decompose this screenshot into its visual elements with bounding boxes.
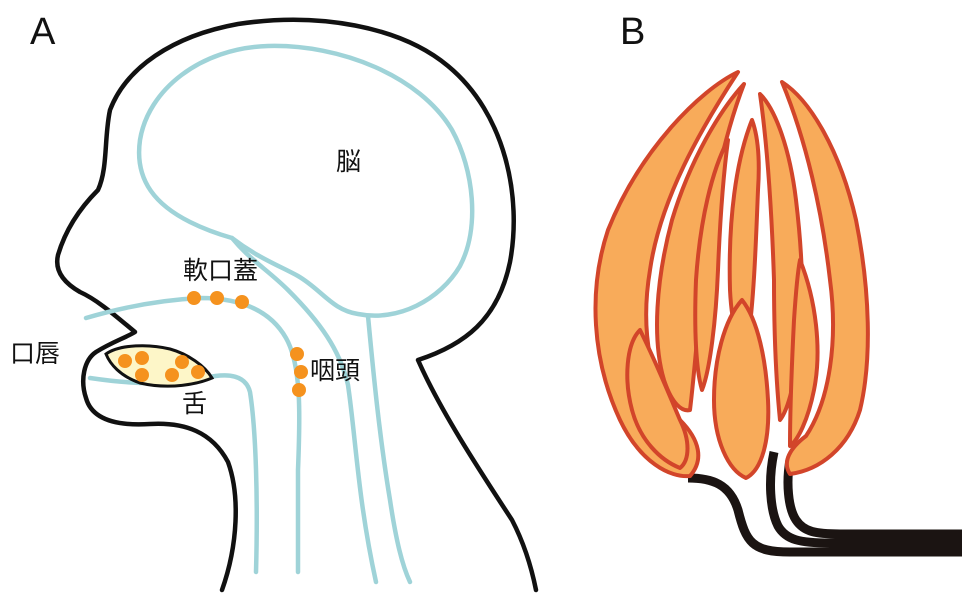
label-lips: 口唇 <box>10 339 60 368</box>
panel-a: A 脳 軟口蓋 口唇 <box>10 11 536 590</box>
pharynx-taste-bud <box>292 383 306 397</box>
label-brain: 脳 <box>336 147 361 176</box>
panel-b-letter: B <box>620 11 645 53</box>
taste-receptor-cells <box>596 72 868 478</box>
nerve-fibers <box>688 452 962 552</box>
taste-cell <box>714 300 768 478</box>
tongue-taste-bud <box>135 368 149 382</box>
nerve-fiber <box>788 460 962 534</box>
panel-a-letter: A <box>30 11 56 53</box>
tongue-taste-bud <box>175 355 189 369</box>
label-tongue: 舌 <box>182 389 207 418</box>
label-pharynx: 咽頭 <box>310 356 360 385</box>
tongue-taste-bud <box>165 368 179 382</box>
tongue-taste-bud <box>118 354 132 368</box>
tongue-taste-bud <box>191 365 205 379</box>
pharynx-taste-bud <box>290 347 304 361</box>
pharynx-taste-bud <box>294 365 308 379</box>
label-soft-palate: 軟口蓋 <box>183 256 258 285</box>
spinal-cord-back-line <box>368 316 410 582</box>
soft-palate-taste-bud <box>235 295 249 309</box>
panel-b: B <box>596 11 963 552</box>
soft-palate-taste-bud <box>187 291 201 305</box>
soft-palate-taste-bud <box>210 291 224 305</box>
tongue-taste-bud <box>135 351 149 365</box>
